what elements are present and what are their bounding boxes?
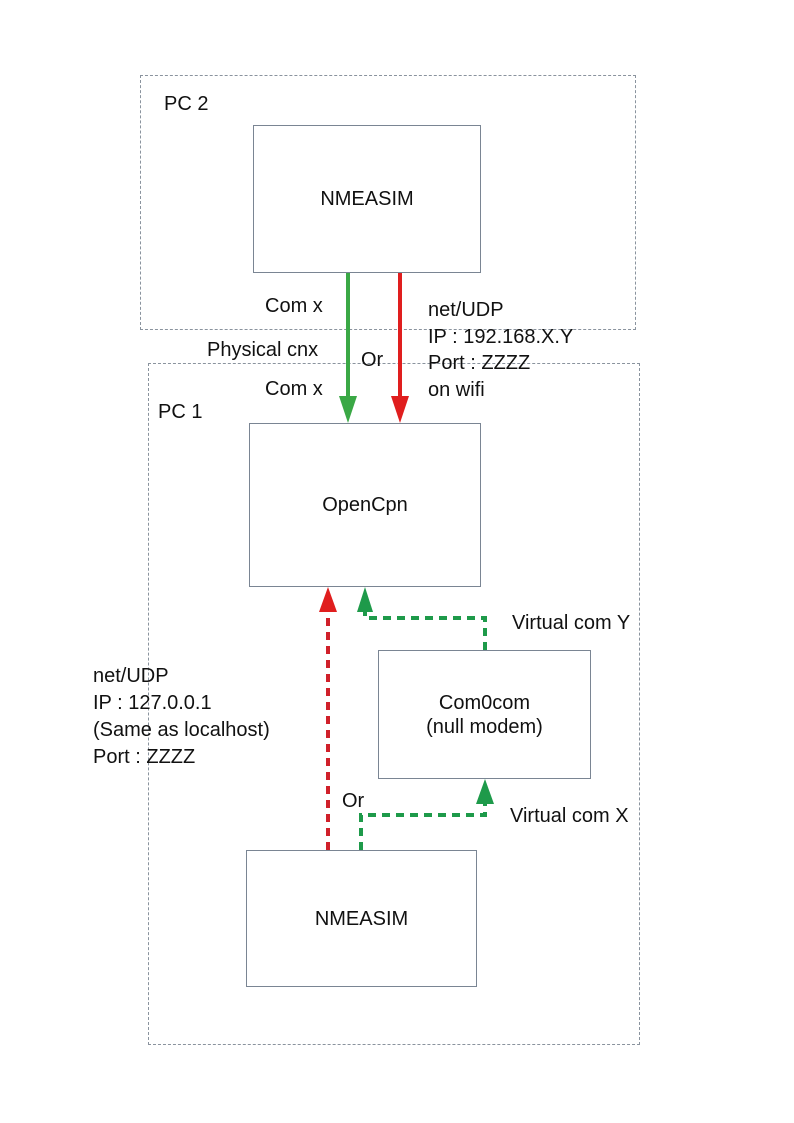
label-wifi-udp-line: IP : 192.168.X.Y [428, 325, 574, 348]
group-pc1 [148, 363, 640, 1045]
label-or-top: Or [361, 349, 384, 371]
node-nmeasim-pc2-label: NMEASIM [320, 188, 414, 210]
node-opencpn[interactable]: OpenCpn [249, 423, 481, 587]
edge-udp-wifi [391, 273, 409, 423]
label-com-x-top: Com x [265, 295, 323, 317]
label-virtual-com-y: Virtual com Y [512, 612, 631, 634]
node-com0com-sublabel: (null modem) [426, 715, 543, 738]
group-pc2 [140, 75, 636, 330]
label-wifi-udp-line: on wifi [428, 378, 485, 401]
label-local-udp-line: (Same as localhost) [93, 719, 270, 741]
node-nmeasim-pc2[interactable]: NMEASIM [253, 125, 481, 273]
label-com-x-bottom: Com x [265, 378, 323, 400]
edge-virtual-com-x [359, 779, 494, 850]
label-physical-cnx: Physical cnx [207, 339, 319, 361]
arrowhead-up-icon [476, 779, 494, 804]
label-local-udp: net/UDP IP : 127.0.0.1 (Same as localhos… [93, 663, 270, 771]
arrowhead-up-icon [319, 587, 337, 612]
label-wifi-udp-line: net/UDP [428, 299, 504, 321]
node-com0com-label: Com0com [438, 691, 531, 714]
label-local-udp-line: net/UDP [93, 665, 169, 687]
label-local-udp-line: Port : ZZZZ [93, 746, 196, 768]
edge-udp-localhost [319, 587, 337, 850]
node-nmeasim-pc1-label: NMEASIM [314, 907, 409, 930]
label-virtual-com-x: Virtual com X [510, 805, 629, 827]
label-wifi-udp: net/UDP IP : 192.168.X.Y Port : ZZZZ on … [428, 297, 573, 403]
arrowhead-up-icon [357, 587, 373, 612]
group-pc1-label: PC 1 [158, 401, 203, 423]
label-local-udp-line: IP : 127.0.0.1 [93, 692, 212, 714]
node-com0com[interactable]: Com0com (null modem) [378, 650, 591, 779]
label-wifi-udp-line: Port : ZZZZ [428, 352, 531, 374]
node-nmeasim-pc1[interactable]: NMEASIM [246, 850, 477, 987]
edge-virtual-com-y-line [363, 612, 487, 650]
group-pc2-label: PC 2 [164, 93, 209, 115]
edge-virtual-com-x-line [359, 804, 487, 850]
label-or-bottom: Or [342, 790, 365, 812]
edge-comx-physical [339, 273, 357, 423]
arrowhead-down-icon [391, 396, 409, 423]
edge-virtual-com-y [357, 587, 487, 650]
node-opencpn-label: OpenCpn [322, 494, 408, 516]
arrowhead-down-icon [339, 396, 357, 423]
